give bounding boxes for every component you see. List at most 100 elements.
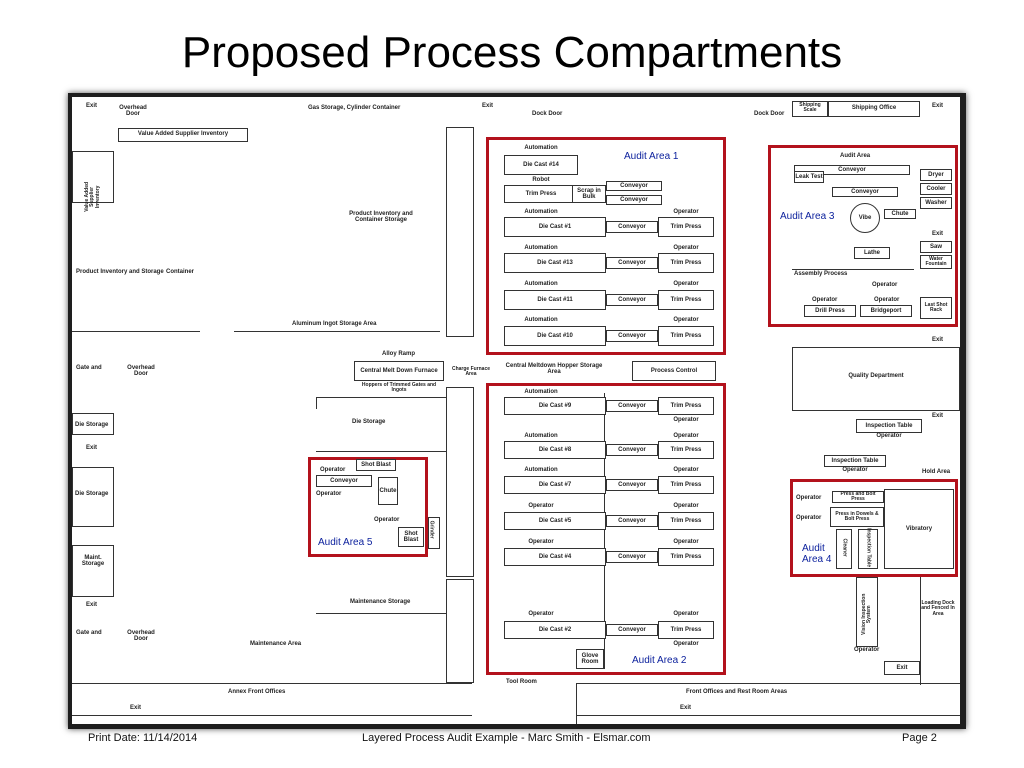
operator-label: Operator bbox=[528, 539, 554, 545]
operator-label: Operator bbox=[528, 611, 554, 617]
audit-area-3[interactable] bbox=[768, 145, 958, 327]
conveyor-cell: Conveyor bbox=[606, 515, 658, 527]
die-cast-7-cell: Die Cast #7 bbox=[504, 476, 606, 494]
operator-label: Operator bbox=[673, 611, 699, 617]
die-storage-label: Die Storage bbox=[75, 491, 109, 497]
operator-label: Operator bbox=[673, 641, 699, 647]
vertical-supplier-inventory-box bbox=[72, 151, 114, 203]
operator-label: Operator bbox=[673, 433, 699, 439]
trim-press-cell: Trim Press bbox=[658, 512, 714, 530]
operator-label: Operator bbox=[673, 503, 699, 509]
audit-area-5[interactable] bbox=[308, 457, 428, 557]
audit-area-2-label: Audit Area 2 bbox=[632, 655, 687, 666]
shipping-office-label: Shipping Office bbox=[851, 105, 897, 111]
wall-line bbox=[576, 715, 960, 716]
vertical-supplier-inventory-label: Value Added Supplier Inventory bbox=[84, 181, 101, 212]
footer-center: Layered Process Audit Example - Marc Smi… bbox=[362, 732, 651, 744]
water-fountain-cell: Water Fountain bbox=[920, 255, 952, 269]
wall-line bbox=[792, 269, 914, 270]
gas-storage-label: Gas Storage, Cylinder Container bbox=[308, 105, 401, 111]
exit-label: Exit bbox=[896, 665, 908, 671]
wall-line bbox=[604, 393, 605, 669]
wall-line bbox=[316, 397, 446, 398]
leak-test-cell: Leak Test bbox=[794, 171, 824, 183]
die-cast-2-cell: Die Cast #2 bbox=[504, 621, 606, 639]
audit-area-1-label: Audit Area 1 bbox=[624, 151, 679, 162]
aisle-box bbox=[446, 127, 474, 337]
automation-label: Automation bbox=[524, 245, 558, 251]
automation-label: Automation bbox=[524, 145, 558, 151]
aisle-box bbox=[446, 579, 474, 683]
gate-and-label: Gate and bbox=[76, 365, 102, 371]
trim-press-cell: Trim Press bbox=[658, 621, 714, 639]
conveyor-cell: Conveyor bbox=[606, 624, 658, 636]
alloy-ramp-label: Alloy Ramp bbox=[382, 351, 416, 357]
inspection-table-label: Inspection Table bbox=[865, 528, 872, 568]
shipping-office-box bbox=[828, 101, 920, 117]
floor-plan: Exit Overhead Door Value Added Supplier … bbox=[72, 97, 960, 724]
audit-area-3-label: Audit Area 3 bbox=[780, 211, 835, 222]
maintenance-storage-label: Maintenance Storage bbox=[350, 599, 411, 605]
exit-label: Exit bbox=[932, 337, 944, 343]
operator-label: Operator bbox=[872, 282, 898, 288]
cooler-cell: Cooler bbox=[920, 183, 952, 195]
audit-area-4-label: Audit Area 4 bbox=[802, 543, 832, 565]
die-storage-label: Die Storage bbox=[352, 419, 386, 425]
inspection-table-cell bbox=[858, 529, 878, 569]
product-inventory-storage-label: Product Inventory and Storage bbox=[76, 269, 164, 275]
die-cast-8-cell: Die Cast #8 bbox=[504, 441, 606, 459]
slide-title: Proposed Process Compartments bbox=[181, 28, 843, 77]
grinder-label: Grinder bbox=[428, 520, 435, 539]
trim-press-cell: Trim Press bbox=[658, 217, 714, 237]
operator-label: Operator bbox=[320, 467, 346, 473]
trim-press-cell: Trim Press bbox=[658, 476, 714, 494]
value-added-supplier-label: Value Added Supplier Inventory bbox=[137, 131, 229, 137]
overhead-door-label: Overhead Door bbox=[127, 630, 155, 643]
conveyor-cell: Conveyor bbox=[606, 195, 662, 205]
die-storage-box bbox=[72, 467, 114, 527]
dock-door-label: Dock Door bbox=[532, 111, 563, 117]
container-label: Container bbox=[166, 269, 195, 275]
hold-area-label: Hold Area bbox=[922, 469, 951, 475]
die-storage-box bbox=[72, 413, 114, 435]
vibe-label: Vibe bbox=[858, 215, 872, 221]
audit-area-1[interactable] bbox=[486, 137, 726, 355]
quality-department-box bbox=[792, 347, 960, 411]
vision-inspection-box bbox=[856, 577, 878, 647]
glove-room-cell: Glove Room bbox=[576, 649, 604, 669]
operator-label: Operator bbox=[673, 467, 699, 473]
audit-area-4[interactable] bbox=[790, 479, 958, 577]
dock-door-label: Dock Door bbox=[754, 111, 785, 117]
wall-line bbox=[72, 331, 200, 332]
quality-department-label: Quality Department bbox=[848, 373, 904, 379]
cleaner-label: Cleaner bbox=[841, 538, 848, 557]
annex-front-offices-label: Annex Front Offices bbox=[228, 689, 286, 695]
operator-label: Operator bbox=[854, 647, 880, 653]
die-cast-5-cell: Die Cast #5 bbox=[504, 512, 606, 530]
die-cast-9-cell: Die Cast #9 bbox=[504, 397, 606, 415]
washer-cell: Washer bbox=[920, 197, 952, 209]
operator-label: Operator bbox=[673, 539, 699, 545]
shot-blast-cell: Shot Blast bbox=[398, 527, 424, 547]
operator-label: Operator bbox=[796, 515, 822, 521]
automation-label: Automation bbox=[524, 389, 558, 395]
operator-label: Operator bbox=[673, 317, 699, 323]
die-cast-11-cell: Die Cast #11 bbox=[504, 290, 606, 310]
die-cast-1-cell: Die Cast #1 bbox=[504, 217, 606, 237]
conveyor-cell: Conveyor bbox=[794, 165, 910, 175]
grinder-box bbox=[428, 517, 440, 549]
chute-cell: Chute bbox=[378, 477, 398, 505]
trim-press-cell: Trim Press bbox=[658, 397, 714, 415]
operator-label: Operator bbox=[796, 495, 822, 501]
operator-label: Operator bbox=[673, 209, 699, 215]
drill-press-cell: Drill Press bbox=[804, 305, 856, 317]
audit-area-2[interactable] bbox=[486, 383, 726, 675]
wall-line bbox=[72, 715, 472, 716]
exit-label: Exit bbox=[932, 231, 944, 237]
audit-area-label: Audit Area bbox=[840, 153, 871, 159]
conveyor-cell: Conveyor bbox=[606, 330, 658, 342]
wall-line bbox=[576, 683, 960, 684]
trim-press-cell: Trim Press bbox=[658, 441, 714, 459]
dryer-cell: Dryer bbox=[920, 169, 952, 181]
process-control-box bbox=[632, 361, 716, 381]
